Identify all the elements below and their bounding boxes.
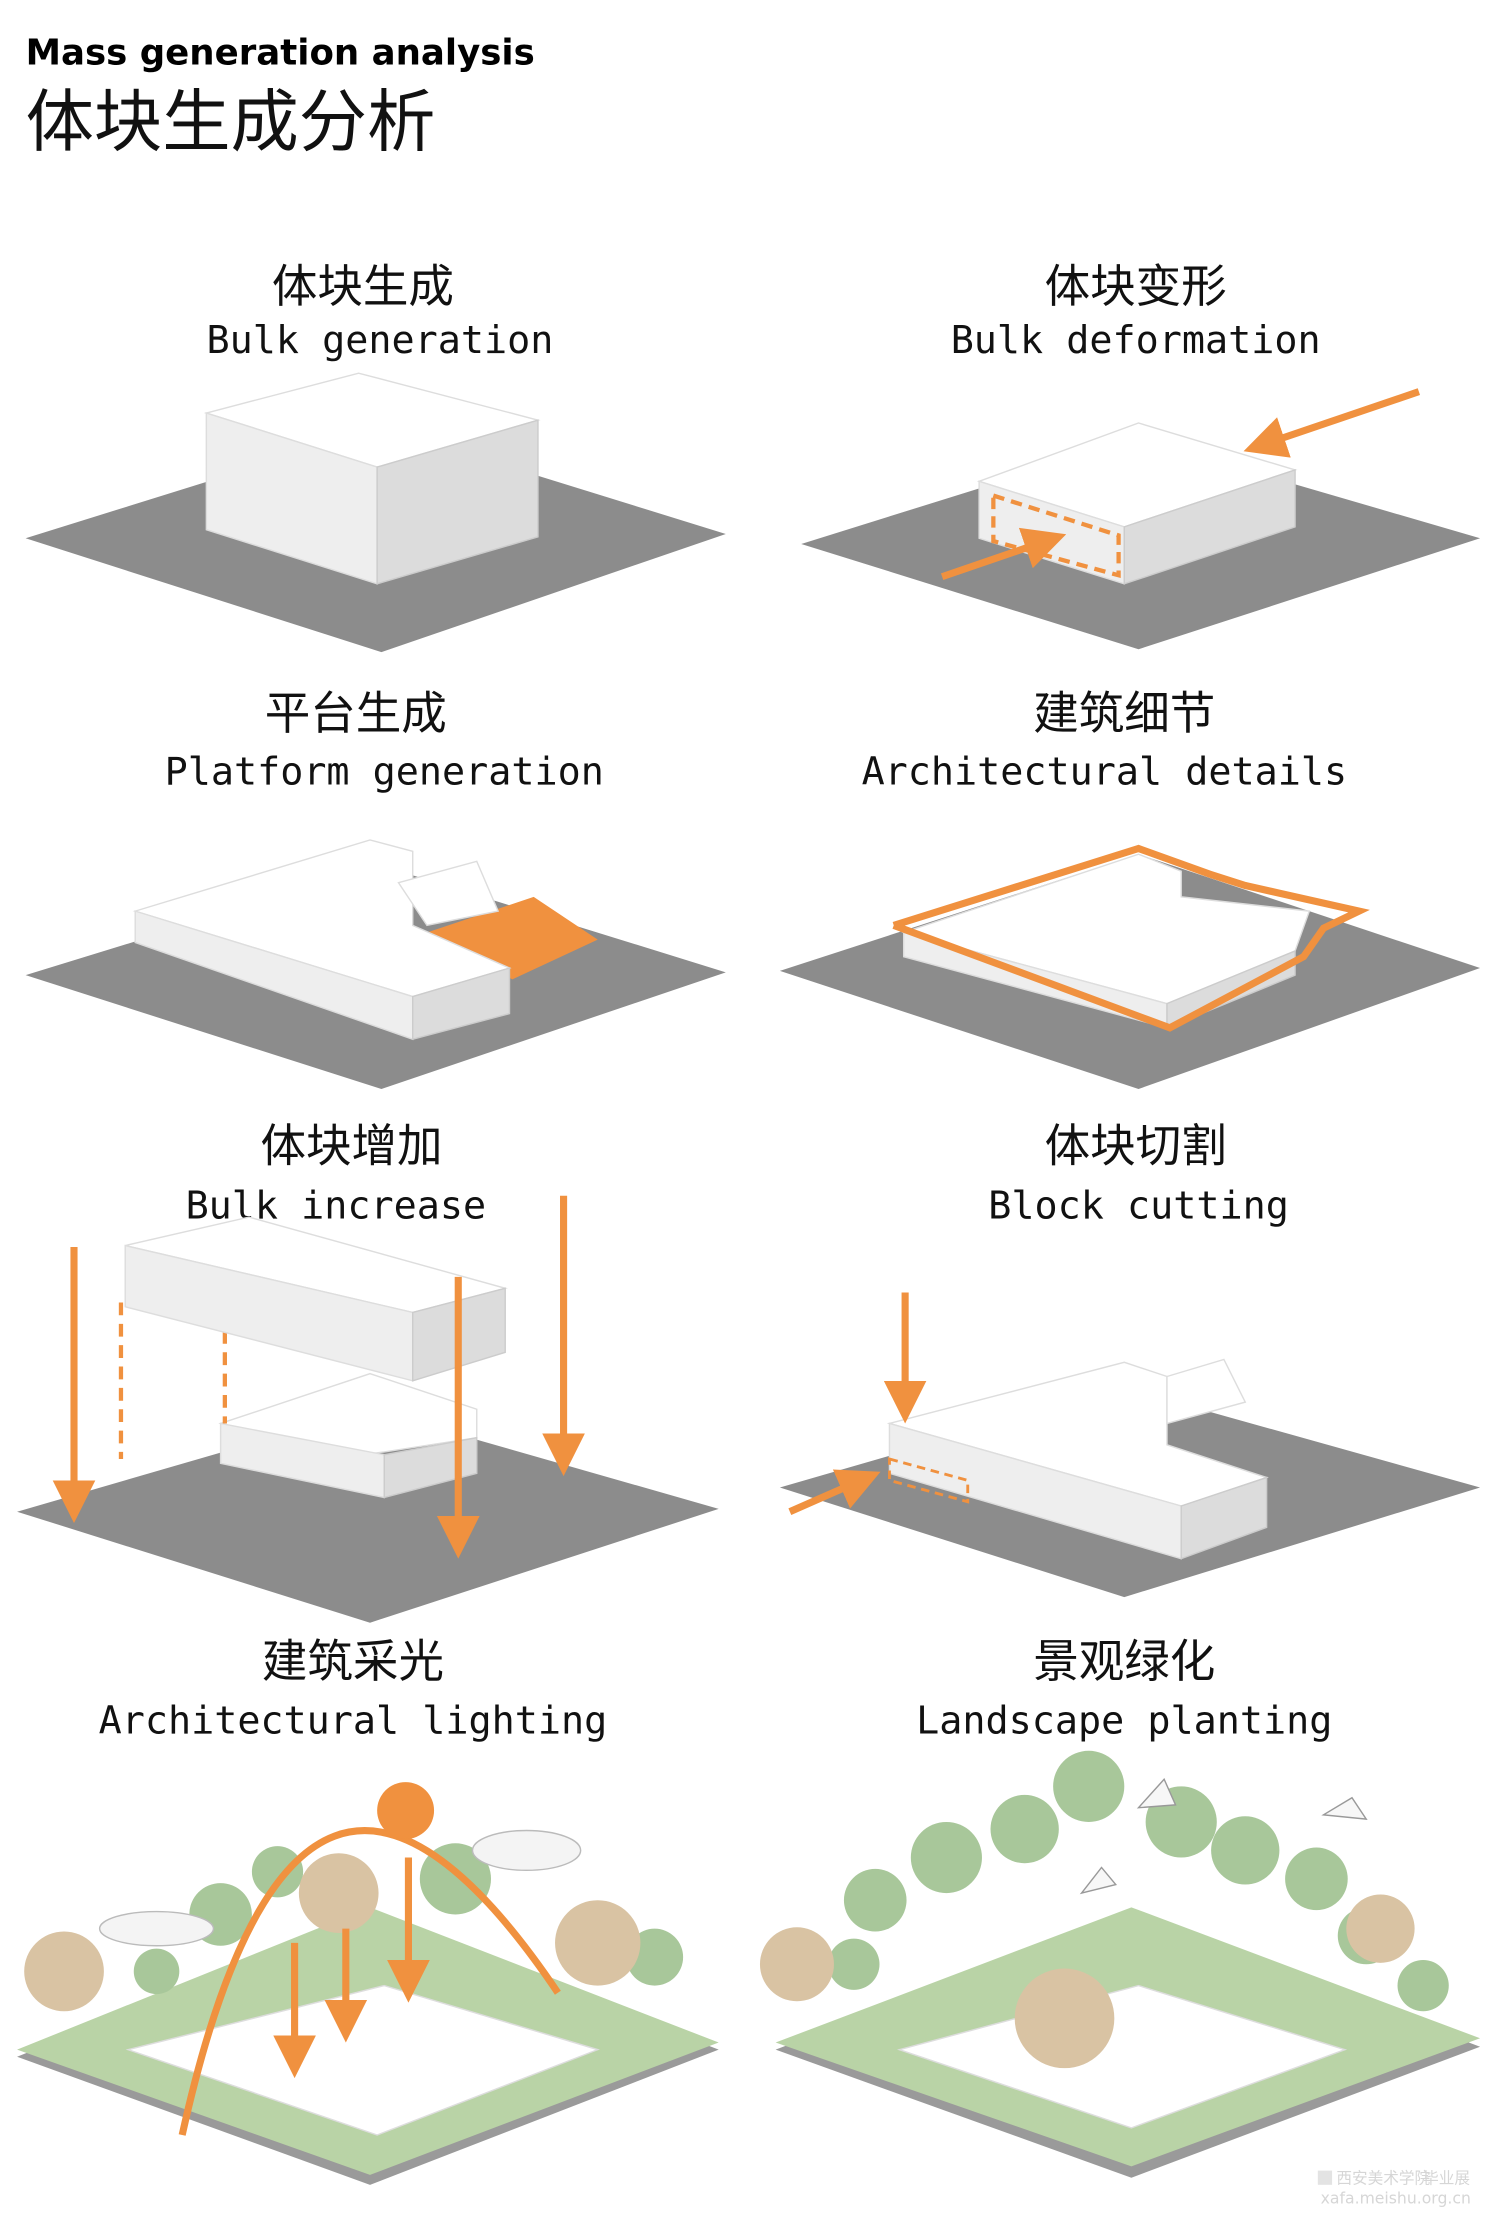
diagram-platform-generation bbox=[25, 839, 726, 1090]
label-cn-bulk-deformation: 体块变形 bbox=[1045, 260, 1227, 313]
sun-icon bbox=[377, 1782, 435, 1840]
diagram-bulk-increase bbox=[17, 1195, 719, 1623]
watermark-label: 毕业展 bbox=[1423, 2168, 1470, 2187]
label-en-architectural-lighting: Architectural lighting bbox=[99, 1699, 608, 1744]
label-cn-block-cutting: 体块切割 bbox=[1045, 1120, 1227, 1173]
diagram-architectural-details bbox=[779, 844, 1481, 1090]
label-cn-platform-generation: 平台生成 bbox=[265, 687, 447, 740]
label-cn-bulk-increase: 体块增加 bbox=[260, 1120, 442, 1173]
label-en-bulk-deformation: Bulk deformation bbox=[951, 318, 1321, 363]
label-en-block-cutting: Block cutting bbox=[988, 1184, 1289, 1229]
watermark: 西安美术学院 毕业展 xafa.meishu.org.cn bbox=[1317, 2168, 1471, 2207]
title-english: Mass generation analysis bbox=[26, 32, 535, 73]
label-cn-landscape-planting: 景观绿化 bbox=[1033, 1635, 1215, 1688]
diagram-bulk-deformation bbox=[801, 388, 1481, 650]
label-en-platform-generation: Platform generation bbox=[165, 749, 604, 794]
title-chinese: 体块生成分析 bbox=[26, 83, 436, 162]
label-cn-bulk-generation: 体块生成 bbox=[272, 260, 454, 313]
diagram-bulk-generation bbox=[25, 372, 726, 653]
label-cn-architectural-lighting: 建筑采光 bbox=[262, 1635, 444, 1688]
arrow-icon bbox=[788, 1469, 881, 1515]
school-logo-icon bbox=[1317, 2170, 1333, 2185]
watermark-url: xafa.meishu.org.cn bbox=[1321, 2188, 1471, 2207]
arrow-icon bbox=[1243, 388, 1421, 458]
label-cn-architectural-details: 建筑细节 bbox=[1033, 687, 1215, 740]
watermark-school: 西安美术学院 bbox=[1336, 2168, 1430, 2187]
arrow-icon bbox=[940, 527, 1067, 581]
panel-labels: 体块生成 Bulk generation 体块变形 Bulk deformati… bbox=[99, 260, 1348, 1744]
label-en-landscape-planting: Landscape planting bbox=[916, 1699, 1332, 1744]
label-en-architectural-details: Architectural details bbox=[862, 749, 1348, 794]
label-en-bulk-generation: Bulk generation bbox=[207, 318, 554, 363]
diagram-architectural-lighting bbox=[17, 1782, 719, 2185]
diagram-landscape-planting bbox=[759, 1750, 1481, 2178]
diagram-block-cutting bbox=[779, 1292, 1481, 1598]
